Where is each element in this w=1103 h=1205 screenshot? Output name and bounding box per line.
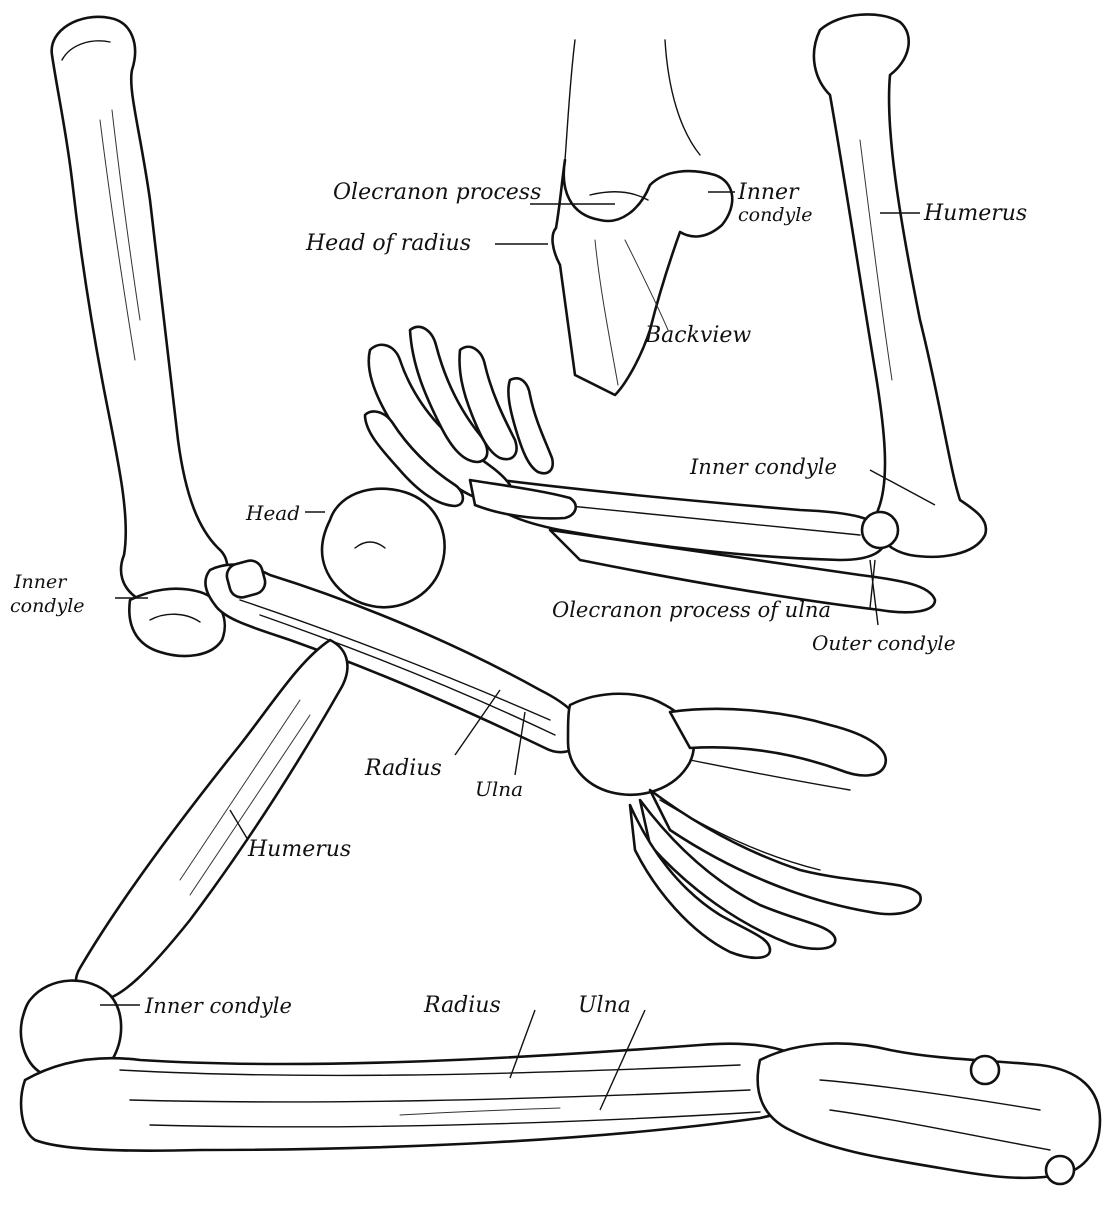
label-ulna-bottom: Ulna (578, 993, 631, 1018)
humeral-head-ball (322, 489, 445, 608)
top-right-humerus (814, 14, 986, 556)
label-inner-condyle-top-1: Inner (737, 180, 800, 205)
middle-humerus-diagonal (76, 640, 347, 1000)
label-olecranon-process-of-ulna: Olecranon process of ulna (552, 598, 831, 622)
label-inner-condyle-left-1: Inner (13, 571, 68, 593)
label-humerus-middle: Humerus (247, 837, 351, 862)
bottom-forearm (21, 1044, 816, 1151)
label-backview: Backview (644, 323, 751, 348)
label-inner-condyle-bottom: Inner condyle (144, 994, 292, 1018)
label-inner-condyle-right: Inner condyle (689, 455, 837, 479)
label-head: Head (245, 501, 300, 525)
left-humerus-upper (52, 17, 228, 609)
leader-lines (100, 192, 935, 1110)
bottom-hand (758, 1043, 1100, 1184)
label-outer-condyle: Outer condyle (812, 631, 956, 655)
label-radius-bottom: Radius (423, 993, 501, 1018)
middle-hand (568, 694, 921, 958)
label-head-of-radius: Head of radius (305, 231, 471, 256)
label-ulna-middle: Ulna (475, 777, 523, 801)
label-olecranon-process: Olecranon process (333, 180, 541, 205)
label-radius-middle: Radius (364, 756, 442, 781)
label-humerus-top-right: Humerus (923, 201, 1027, 226)
label-inner-condyle-top-2: condyle (738, 204, 813, 226)
label-inner-condyle-left-2: condyle (10, 595, 85, 617)
